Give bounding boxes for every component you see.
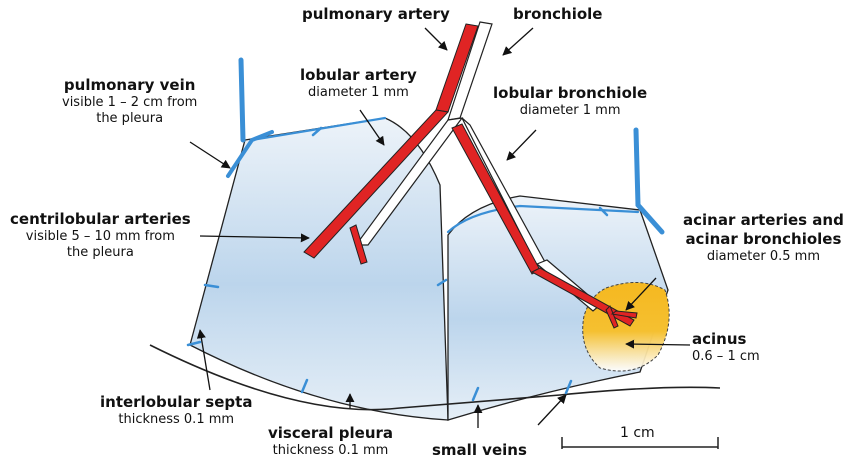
visceral-pleura-sub1: thickness 0.1 mm xyxy=(268,443,393,459)
label-small-veins: small veins xyxy=(432,441,527,460)
acinar-title1: acinar arteries and xyxy=(683,211,844,230)
lobular-artery-sub1: diameter 1 mm xyxy=(300,85,417,101)
label-visceral-pleura: visceral pleura thickness 0.1 mm xyxy=(268,424,393,459)
scale-label: 1 cm xyxy=(620,425,655,443)
acinus-sub1: 0.6 – 1 cm xyxy=(692,349,760,365)
acinar-title2: acinar bronchioles xyxy=(683,230,844,249)
label-acinus: acinus 0.6 – 1 cm xyxy=(692,330,760,365)
label-scale: 1 cm xyxy=(620,425,655,443)
label-pulmonary-vein: pulmonary vein visible 1 – 2 cm from the… xyxy=(62,76,197,127)
label-centrilobular-arteries: centrilobular arteries visible 5 – 10 mm… xyxy=(10,210,191,261)
pulmonary-vein-sub2: the pleura xyxy=(62,111,197,127)
visceral-pleura-title: visceral pleura xyxy=(268,424,393,443)
label-acinar: acinar arteries and acinar bronchioles d… xyxy=(683,211,844,265)
acinus-region xyxy=(583,282,669,371)
pulmonary-vein-title: pulmonary vein xyxy=(62,76,197,95)
centrilobular-arteries-title: centrilobular arteries xyxy=(10,210,191,229)
pulmonary-artery-title: pulmonary artery xyxy=(302,5,450,24)
label-pulmonary-artery: pulmonary artery xyxy=(302,5,450,24)
centrilobular-arteries-sub2: the pleura xyxy=(10,245,191,261)
lobular-artery-title: lobular artery xyxy=(300,66,417,85)
label-interlobular-septa: interlobular septa thickness 0.1 mm xyxy=(100,393,252,428)
lobular-bronchiole-title: lobular bronchiole xyxy=(493,84,647,103)
acinus-title: acinus xyxy=(692,330,760,349)
label-lobular-artery: lobular artery diameter 1 mm xyxy=(300,66,417,101)
bronchiole-title: bronchiole xyxy=(513,5,602,24)
centrilobular-arteries-sub1: visible 5 – 10 mm from xyxy=(10,229,191,245)
label-lobular-bronchiole: lobular bronchiole diameter 1 mm xyxy=(493,84,647,119)
lobular-bronchiole-sub1: diameter 1 mm xyxy=(493,103,647,119)
acinar-sub1: diameter 0.5 mm xyxy=(683,249,844,265)
label-bronchiole: bronchiole xyxy=(513,5,602,24)
left-secondary-lobule xyxy=(190,118,448,420)
interlobular-septa-sub1: thickness 0.1 mm xyxy=(100,412,252,428)
interlobular-septa-title: interlobular septa xyxy=(100,393,252,412)
pulmonary-vein-sub1: visible 1 – 2 cm from xyxy=(62,95,197,111)
small-veins-title: small veins xyxy=(432,441,527,460)
